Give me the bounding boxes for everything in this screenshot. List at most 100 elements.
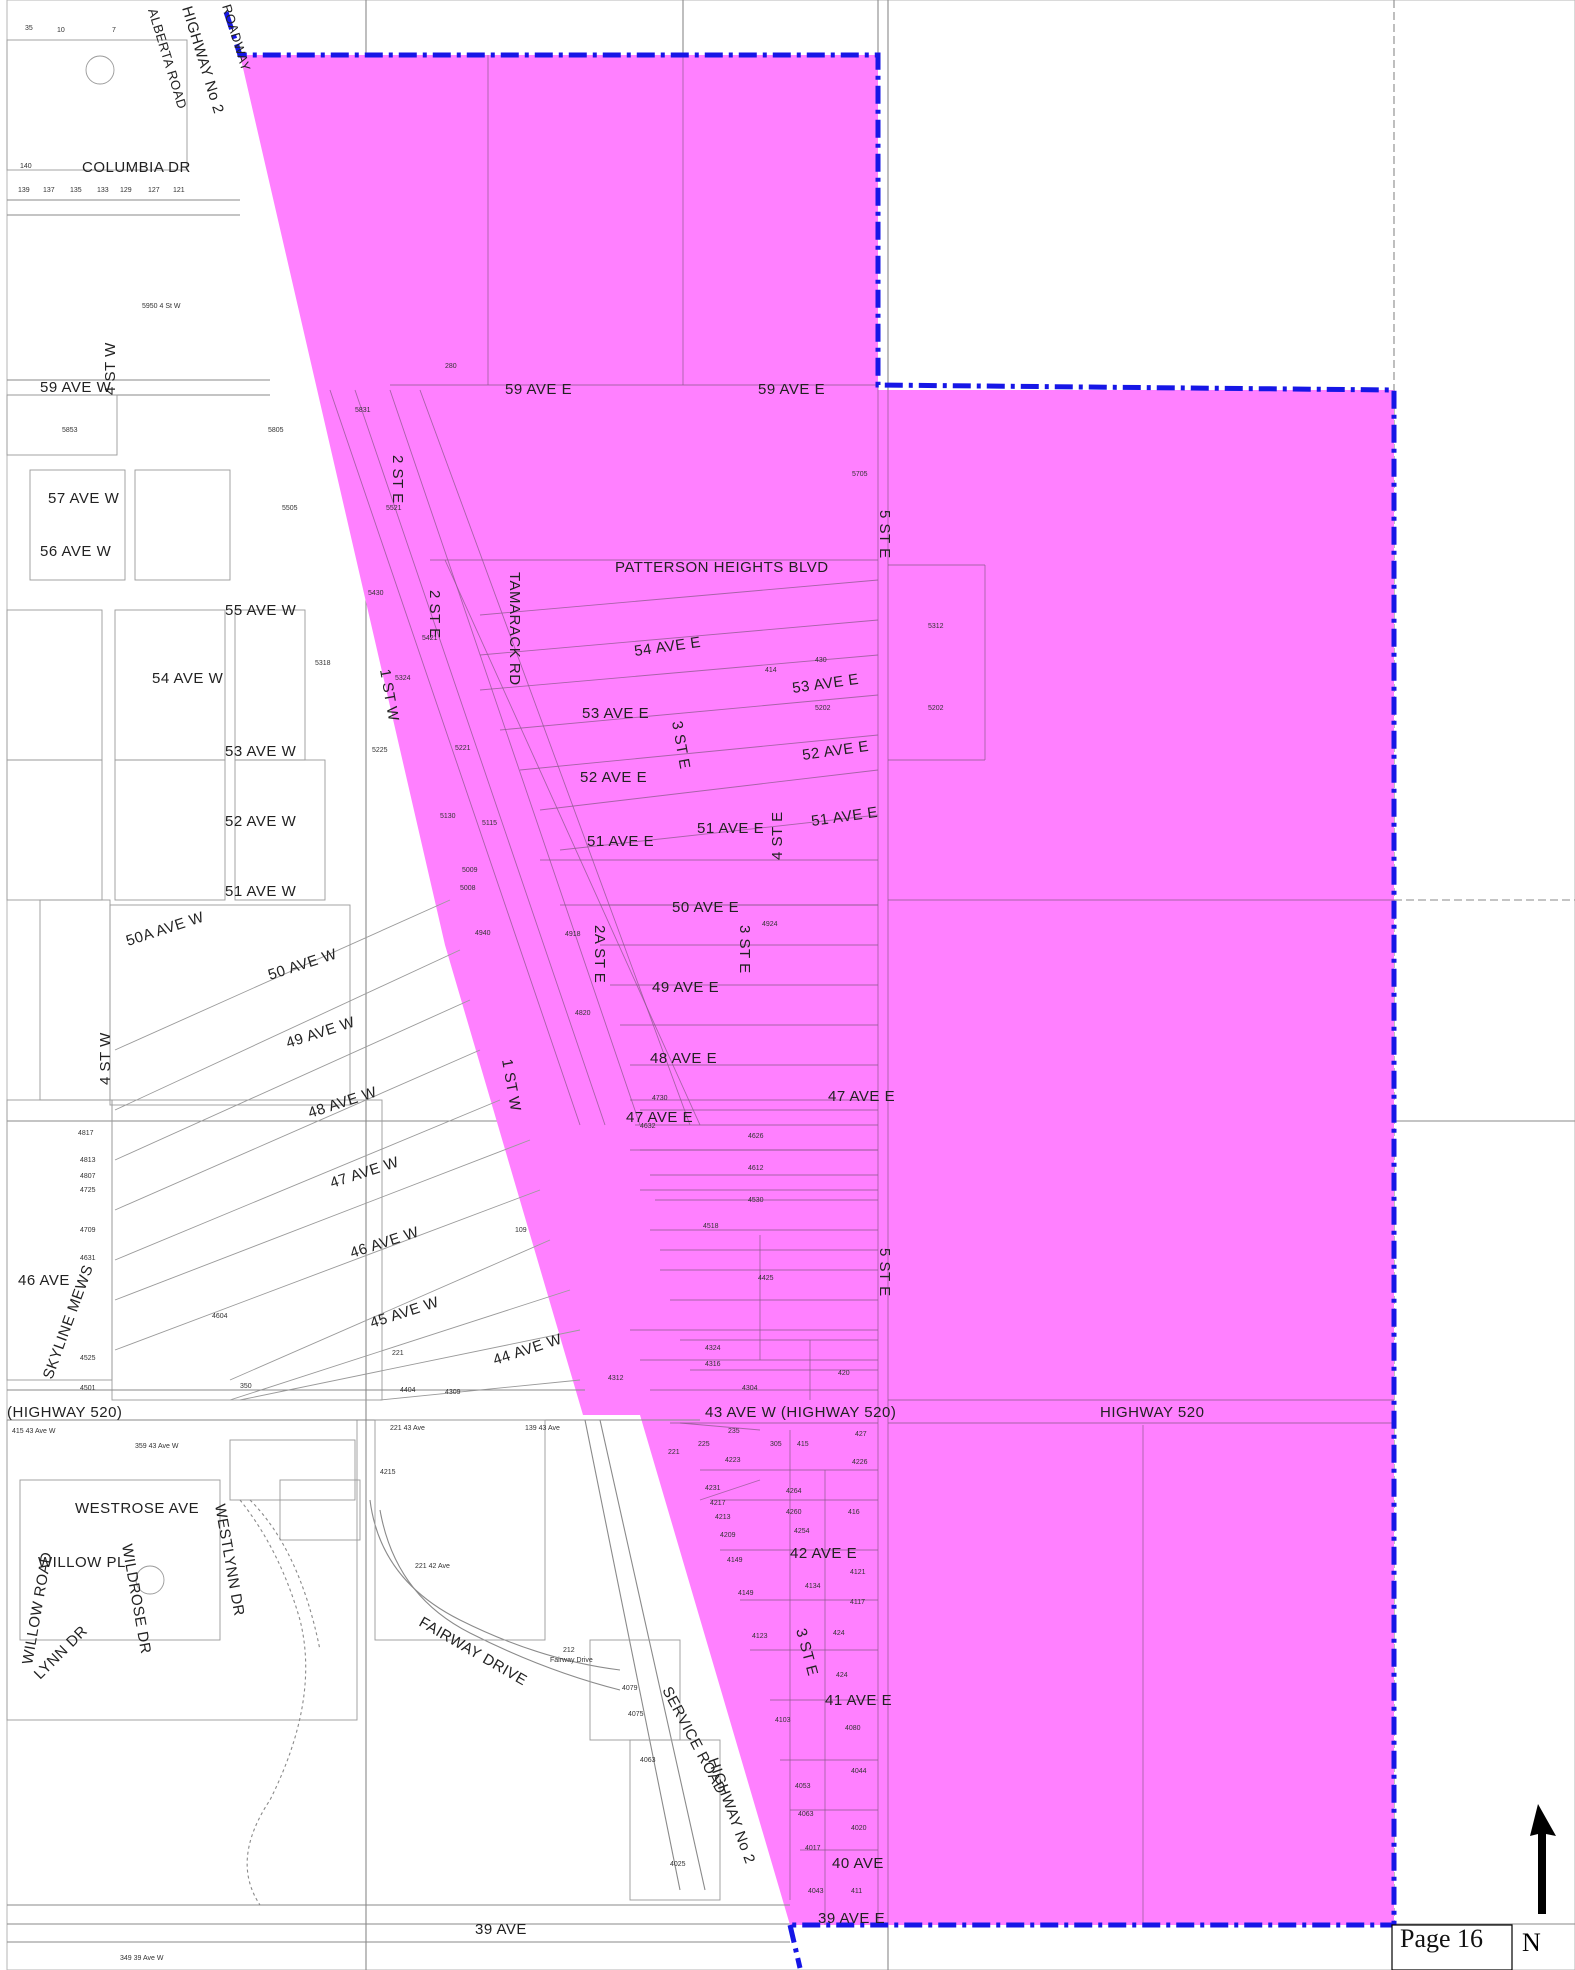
parcel-number: 5950 4 St W (142, 303, 181, 310)
street-label: (HIGHWAY 520) (7, 1404, 122, 1421)
street-label: 2A ST E (591, 925, 608, 983)
parcel-number: 139 (18, 187, 30, 194)
parcel-number: 212 (563, 1647, 575, 1654)
parcel-number: 109 (515, 1227, 527, 1234)
street-label: WILLOW ROAD (19, 1551, 56, 1666)
parcel-number: 4425 (758, 1275, 774, 1282)
street-label: 53 AVE W (225, 743, 297, 760)
parcel-number: 4209 (720, 1532, 736, 1539)
parcel-number: 427 (855, 1431, 867, 1438)
street-label: HIGHWAY 520 (1100, 1404, 1204, 1421)
street-label: 5 ST E (876, 1248, 893, 1297)
parcel-number: 4025 (670, 1861, 686, 1868)
street-label: 52 AVE E (580, 769, 647, 786)
parcel-number: 221 (668, 1449, 680, 1456)
parcel-number: 4217 (710, 1500, 726, 1507)
parcel-number: 221 (392, 1350, 404, 1357)
parcel-number: 4309 (445, 1389, 461, 1396)
street-label: 57 AVE W (48, 490, 120, 507)
parcel-number: 4817 (78, 1130, 94, 1137)
parcel-number: 4316 (705, 1361, 721, 1368)
parcel-number: 5202 (815, 705, 831, 712)
street-label: 59 AVE W (40, 379, 112, 396)
parcel-number: 5805 (268, 427, 284, 434)
parcel-number: 4213 (715, 1514, 731, 1521)
street-label: WILLOW PL (38, 1554, 126, 1571)
parcel-number: 5225 (372, 747, 388, 754)
parcel-number: 4404 (400, 1387, 416, 1394)
zone-polygon-north (240, 55, 1394, 1925)
parcel-number: 4709 (80, 1227, 96, 1234)
parcel-number: 4075 (628, 1711, 644, 1718)
parcel-number: 137 (43, 187, 55, 194)
street-label: 48 AVE E (650, 1050, 717, 1067)
parcel-number: 4632 (640, 1123, 656, 1130)
parcel-number: 415 (797, 1441, 809, 1448)
street-label: 41 AVE E (825, 1692, 892, 1709)
street-label: 2 ST E (389, 455, 406, 504)
parcel-number: 129 (120, 187, 132, 194)
parcel-number: 4103 (775, 1717, 791, 1724)
parcel-number: Fairway Drive (550, 1657, 593, 1664)
parcel-number: 350 (240, 1383, 252, 1390)
street-label: 40 AVE (832, 1855, 884, 1872)
parcel-number: 5505 (282, 505, 298, 512)
parcel-number: 4626 (748, 1133, 764, 1140)
street-label: 42 AVE E (790, 1545, 857, 1562)
parcel-number: 4134 (805, 1583, 821, 1590)
parcel-number: 4604 (212, 1313, 228, 1320)
parcel-number: 140 (20, 163, 32, 170)
parcel-number: 127 (148, 187, 160, 194)
street-label: 4 ST W (97, 1032, 114, 1085)
parcel-number: 4264 (786, 1488, 802, 1495)
north-arrow-icon: N (1522, 1804, 1556, 1957)
parcel-number: 5115 (482, 820, 497, 827)
parcel-number: 5009 (462, 867, 478, 874)
parcel-number: 415 43 Ave W (12, 1428, 56, 1435)
parcel-number: 4223 (725, 1457, 741, 1464)
parcel-number: 4525 (80, 1355, 96, 1362)
street-label: 43 AVE W (HIGHWAY 520) (705, 1404, 896, 1421)
parcel-number: 4730 (652, 1095, 668, 1102)
parcel-number: 4044 (851, 1768, 867, 1775)
north-label: N (1522, 1928, 1541, 1957)
parcel-number: 35 (25, 25, 33, 32)
parcel-number: 305 (770, 1441, 782, 1448)
street-label: 51 AVE E (587, 833, 654, 850)
street-label: 56 AVE W (40, 543, 112, 560)
parcel-number: 4117 (850, 1599, 865, 1606)
parcel-number: 5008 (460, 885, 476, 892)
parcel-number: 5831 (355, 407, 371, 414)
parcel-number: 4612 (748, 1165, 764, 1172)
parcel-number: 4304 (742, 1385, 758, 1392)
parcel-number: 4017 (805, 1845, 821, 1852)
parcel-number: 4063 (798, 1811, 814, 1818)
parcel-number: 4820 (575, 1010, 591, 1017)
parcel-number: 411 (851, 1888, 862, 1895)
parcel-number: 4020 (851, 1825, 867, 1832)
street-label: 50A AVE W (124, 909, 207, 950)
parcel-number: 4079 (622, 1685, 638, 1692)
street-label: WESTROSE AVE (75, 1500, 199, 1517)
street-label: 51 AVE W (225, 883, 297, 900)
parcel-number: 225 (698, 1441, 710, 1448)
parcel-number: 424 (833, 1630, 845, 1637)
parcel-number: 4807 (80, 1173, 96, 1180)
parcel-number: 7 (112, 27, 116, 34)
parcel-number: 5130 (440, 813, 456, 820)
street-label: TAMARACK RD (506, 572, 523, 686)
parcel-number: 4501 (80, 1385, 96, 1392)
parcel-number: 416 (848, 1509, 860, 1516)
street-label: 59 AVE E (505, 381, 572, 398)
parcel-number: 420 (838, 1370, 850, 1377)
parcel-number: 359 43 Ave W (135, 1443, 179, 1450)
parcel-number: 5421 (422, 635, 438, 642)
parcel-number: 4518 (703, 1223, 719, 1230)
parcel-number: 414 (765, 667, 777, 674)
parcel-number: 5202 (928, 705, 944, 712)
street-label: 4 ST E (769, 811, 786, 860)
parcel-number: 5705 (852, 471, 868, 478)
street-label: 51 AVE E (697, 820, 764, 837)
street-label: 50 AVE E (672, 899, 739, 916)
